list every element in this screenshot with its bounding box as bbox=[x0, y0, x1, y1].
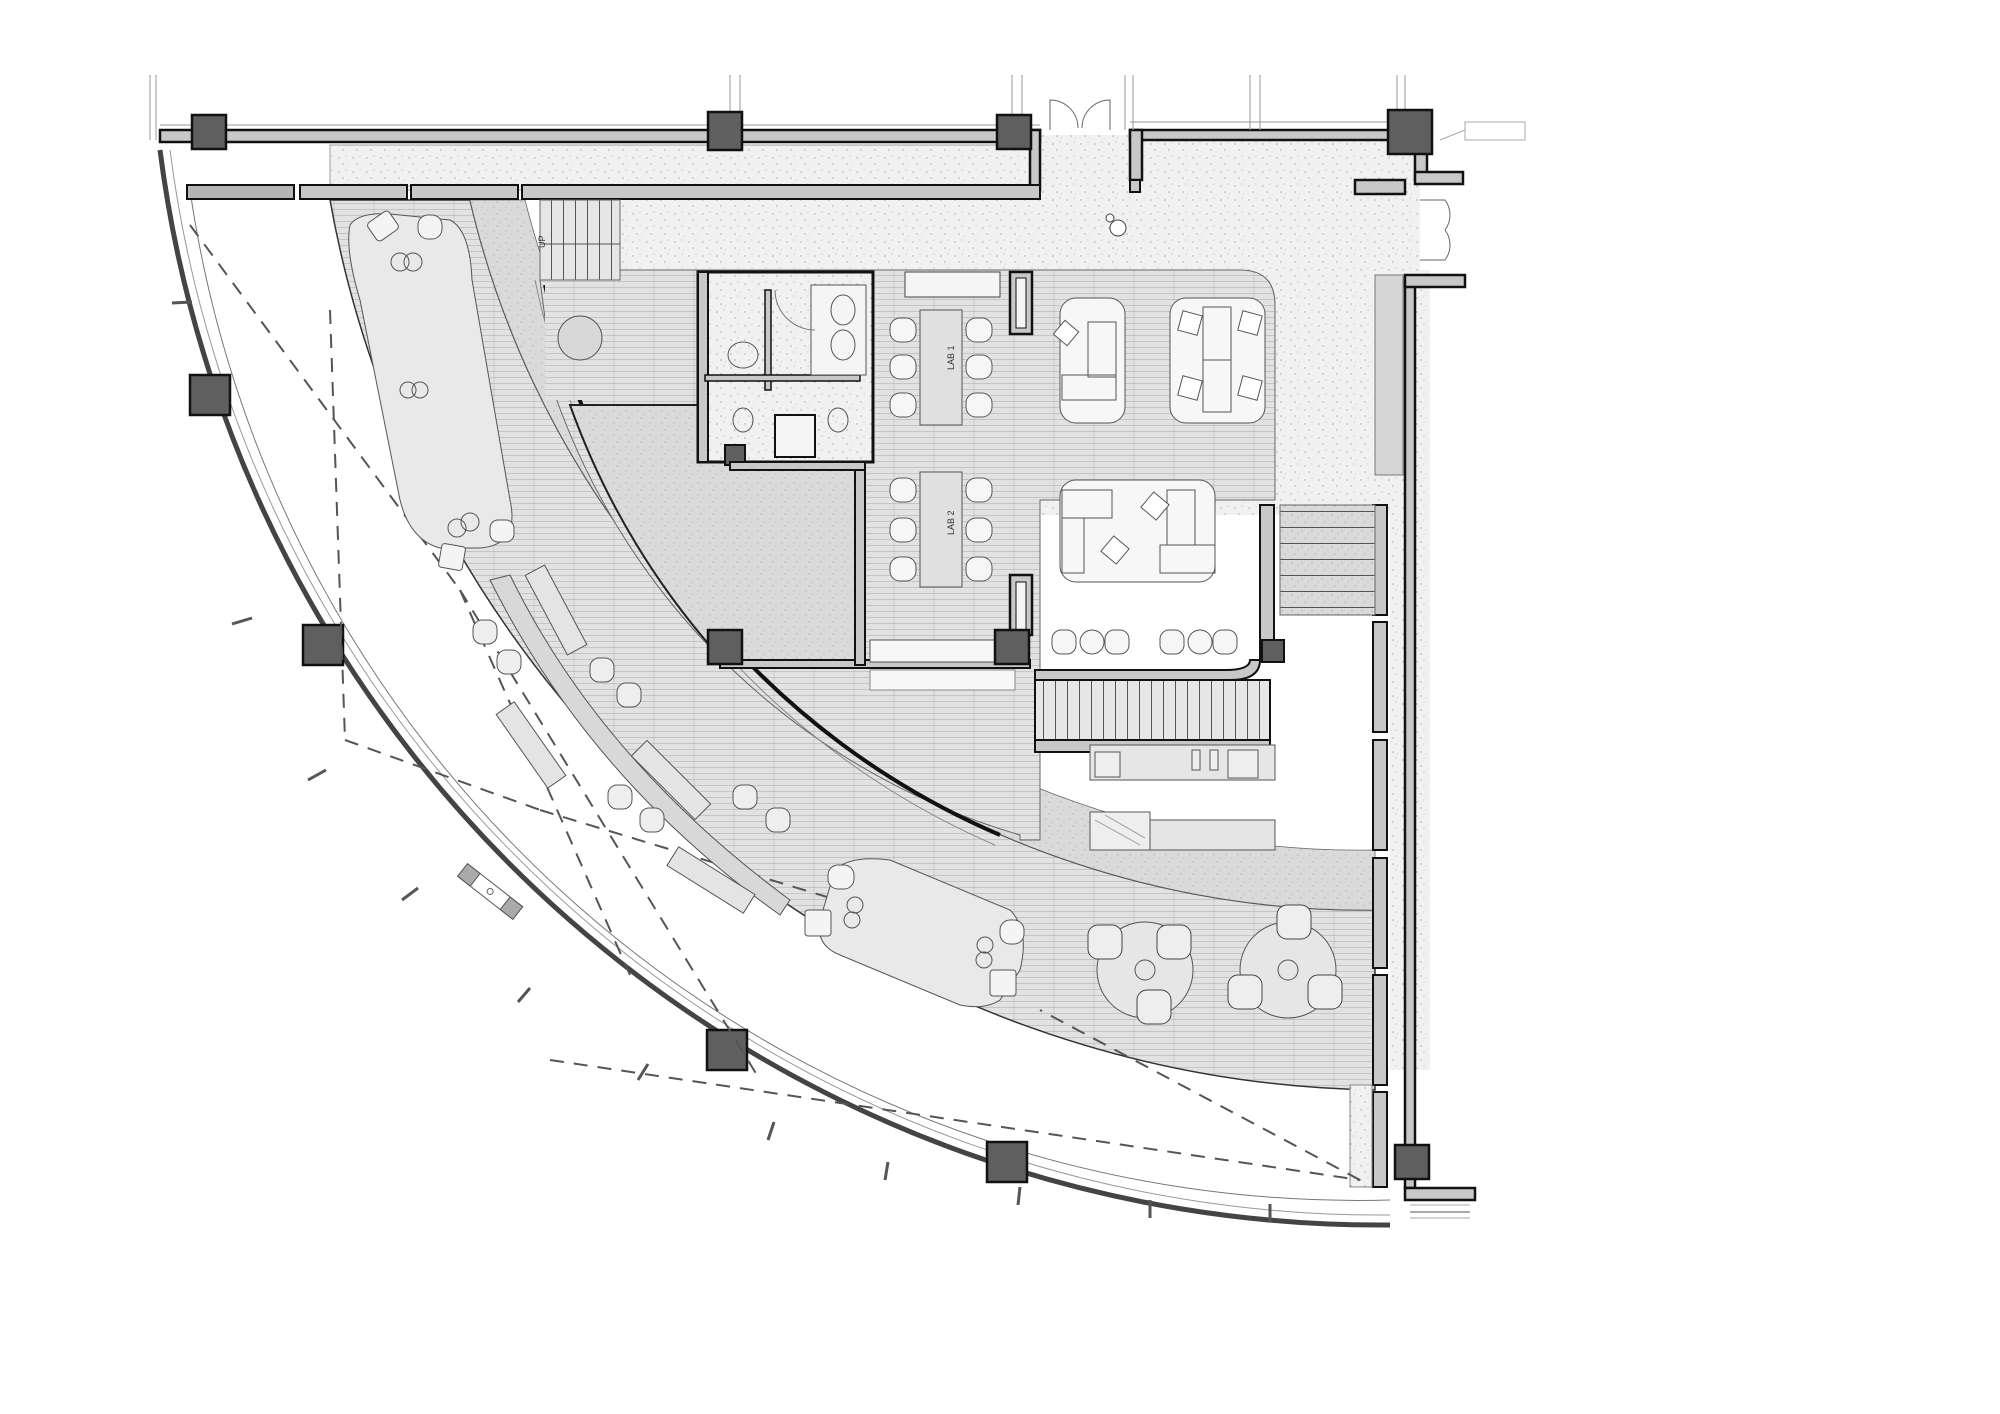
dashed-lines bbox=[189, 224, 1361, 1181]
columns bbox=[188, 108, 1434, 1184]
lounge-table-lower bbox=[804, 858, 1025, 1008]
planter bbox=[557, 315, 603, 361]
stair-up-label: UP bbox=[537, 235, 547, 248]
amphitheater-seating bbox=[472, 564, 791, 916]
round-table-2 bbox=[1227, 904, 1343, 1019]
restrooms bbox=[696, 270, 875, 466]
lounge-table-upper bbox=[348, 210, 515, 571]
interior-walls bbox=[719, 270, 1275, 691]
person-figure bbox=[1105, 213, 1127, 237]
exterior-bench bbox=[456, 862, 524, 921]
cafe-counter bbox=[1089, 744, 1276, 851]
building-envelope bbox=[157, 149, 1391, 1228]
curtain-wall-mullions bbox=[171, 300, 1272, 1222]
round-table-1 bbox=[1087, 921, 1194, 1025]
lab1-room: LAB 1 bbox=[889, 271, 1001, 426]
lounge-area bbox=[1051, 297, 1266, 655]
lab1-label: LAB 1 bbox=[946, 345, 956, 370]
partition-panels bbox=[186, 179, 1404, 1188]
lab2-label: LAB 2 bbox=[946, 510, 956, 535]
lab2-room: LAB 2 bbox=[889, 471, 993, 588]
